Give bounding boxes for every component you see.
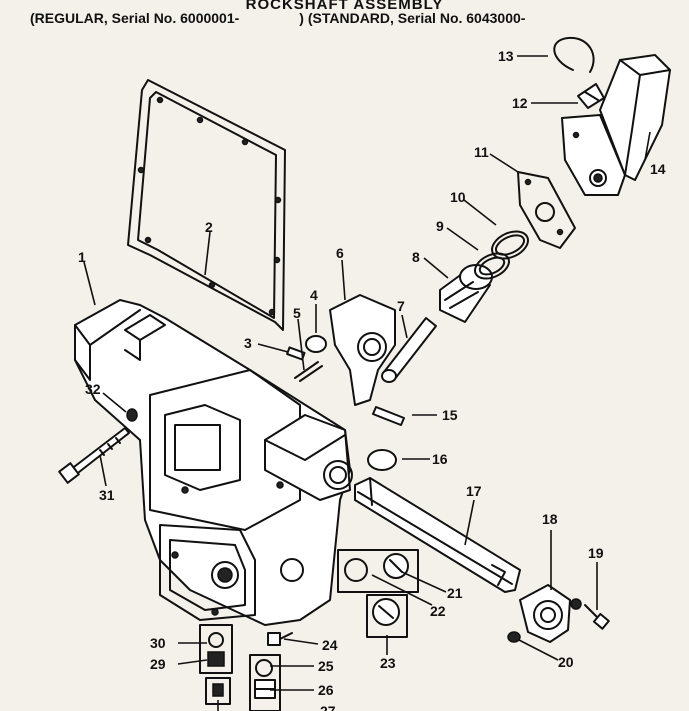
callout-9: 9	[436, 218, 444, 234]
callout-labels: 1 2 3 4 5 6 7 8 9 10 11 12 13 14 15 16 1…	[78, 48, 666, 711]
callout-11: 11	[474, 144, 489, 160]
part-bearing-cap	[519, 584, 571, 643]
part-pin-3	[286, 346, 306, 361]
part-bolt-19	[570, 598, 610, 630]
callout-7: 7	[397, 298, 405, 314]
part-washer-20	[507, 631, 521, 643]
diagram-title: ROCKSHAFT ASSEMBLY	[245, 0, 444, 13]
serial-range-line: (REGULAR, Serial No. 6000001- ) (STANDARD…	[30, 10, 525, 26]
part-cylinder	[561, 54, 671, 196]
part-piston-rod	[381, 317, 437, 383]
part-fitting-23	[366, 594, 408, 638]
callout-10: 10	[450, 189, 466, 205]
part-valve-12	[577, 83, 605, 109]
callout-14: 14	[650, 161, 666, 177]
callout-16: 16	[432, 451, 448, 467]
part-bolt-31	[58, 427, 130, 484]
callout-32: 32	[85, 381, 101, 397]
callout-8: 8	[412, 249, 420, 265]
callout-6: 6	[336, 245, 344, 261]
callout-26: 26	[318, 682, 334, 698]
part-rockshaft	[354, 477, 521, 593]
part-bolt-24	[267, 632, 293, 646]
leader-lines	[83, 55, 651, 711]
callout-27: 27	[320, 703, 336, 711]
part-cylinder-gasket	[517, 171, 576, 249]
part-rockshaft-arm	[329, 294, 396, 406]
part-drain-plug-set	[249, 654, 281, 711]
callout-30: 30	[150, 635, 166, 651]
callout-24: 24	[322, 637, 338, 653]
callout-18: 18	[542, 511, 558, 527]
callout-17: 17	[466, 483, 482, 499]
part-plug-16	[367, 449, 397, 471]
callout-29: 29	[150, 656, 166, 672]
callout-22: 22	[430, 603, 446, 619]
part-piston	[439, 264, 493, 323]
part-seal-kit	[337, 549, 419, 593]
callout-3: 3	[244, 335, 252, 351]
serial-regular: (REGULAR, Serial No. 6000001-	[30, 10, 240, 26]
callout-12: 12	[512, 95, 528, 111]
part-plug-set-29-30	[199, 624, 233, 705]
callout-31: 31	[99, 487, 115, 503]
callout-2: 2	[205, 219, 213, 235]
callout-19: 19	[588, 545, 604, 561]
callout-5: 5	[293, 305, 301, 321]
callout-15: 15	[442, 407, 458, 423]
part-plug-4	[305, 335, 327, 353]
part-washer-32	[126, 408, 138, 422]
part-pin-15	[372, 406, 405, 426]
callout-1: 1	[78, 249, 86, 265]
callout-21: 21	[447, 585, 463, 601]
callout-23: 23	[380, 655, 396, 671]
callout-20: 20	[558, 654, 574, 670]
part-snap-ring-13	[553, 36, 595, 73]
callout-13: 13	[498, 48, 514, 64]
callout-25: 25	[318, 658, 334, 674]
serial-standard: ) (STANDARD, Serial No. 6043000-	[299, 10, 526, 26]
part-rockshaft-housing	[74, 299, 353, 626]
part-pin-5	[294, 361, 323, 382]
callout-4: 4	[310, 287, 318, 303]
part-gasket	[127, 79, 286, 331]
part-ring-10	[491, 230, 529, 260]
